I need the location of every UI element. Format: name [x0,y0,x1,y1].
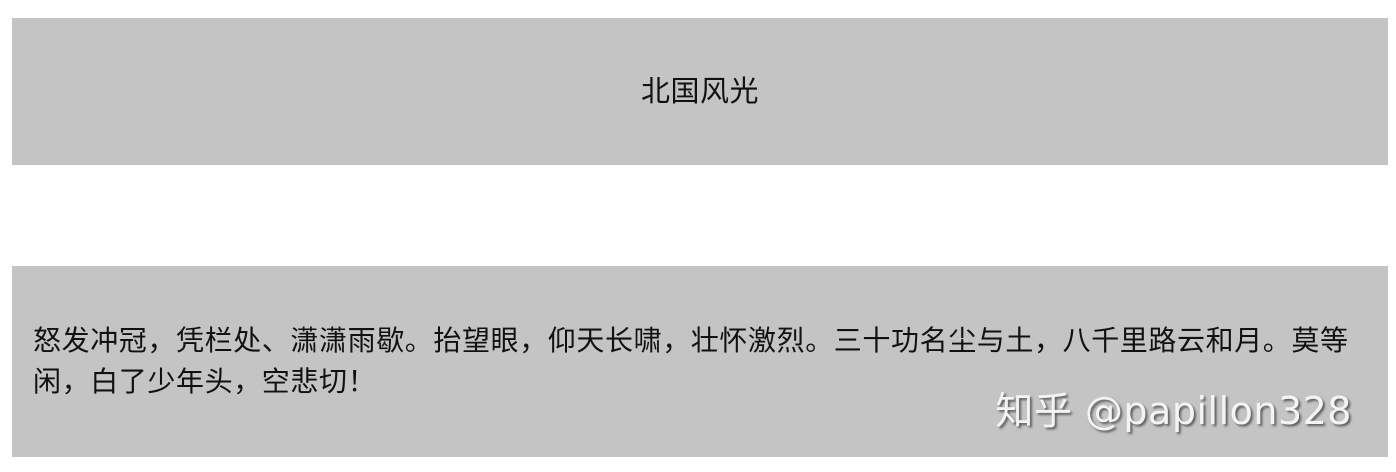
title-text: 北国风光 [640,74,759,108]
poem-text: 怒发冲冠，凭栏处、潇潇雨歇。抬望眼，仰天长啸，壮怀激烈。三十功名尘与土，八千里路… [33,324,1349,398]
poem-box: 怒发冲冠，凭栏处、潇潇雨歇。抬望眼，仰天长啸，壮怀激烈。三十功名尘与土，八千里路… [12,266,1388,457]
title-box: 北国风光 [12,18,1388,165]
watermark: 知乎 @papillon328 [995,389,1352,433]
